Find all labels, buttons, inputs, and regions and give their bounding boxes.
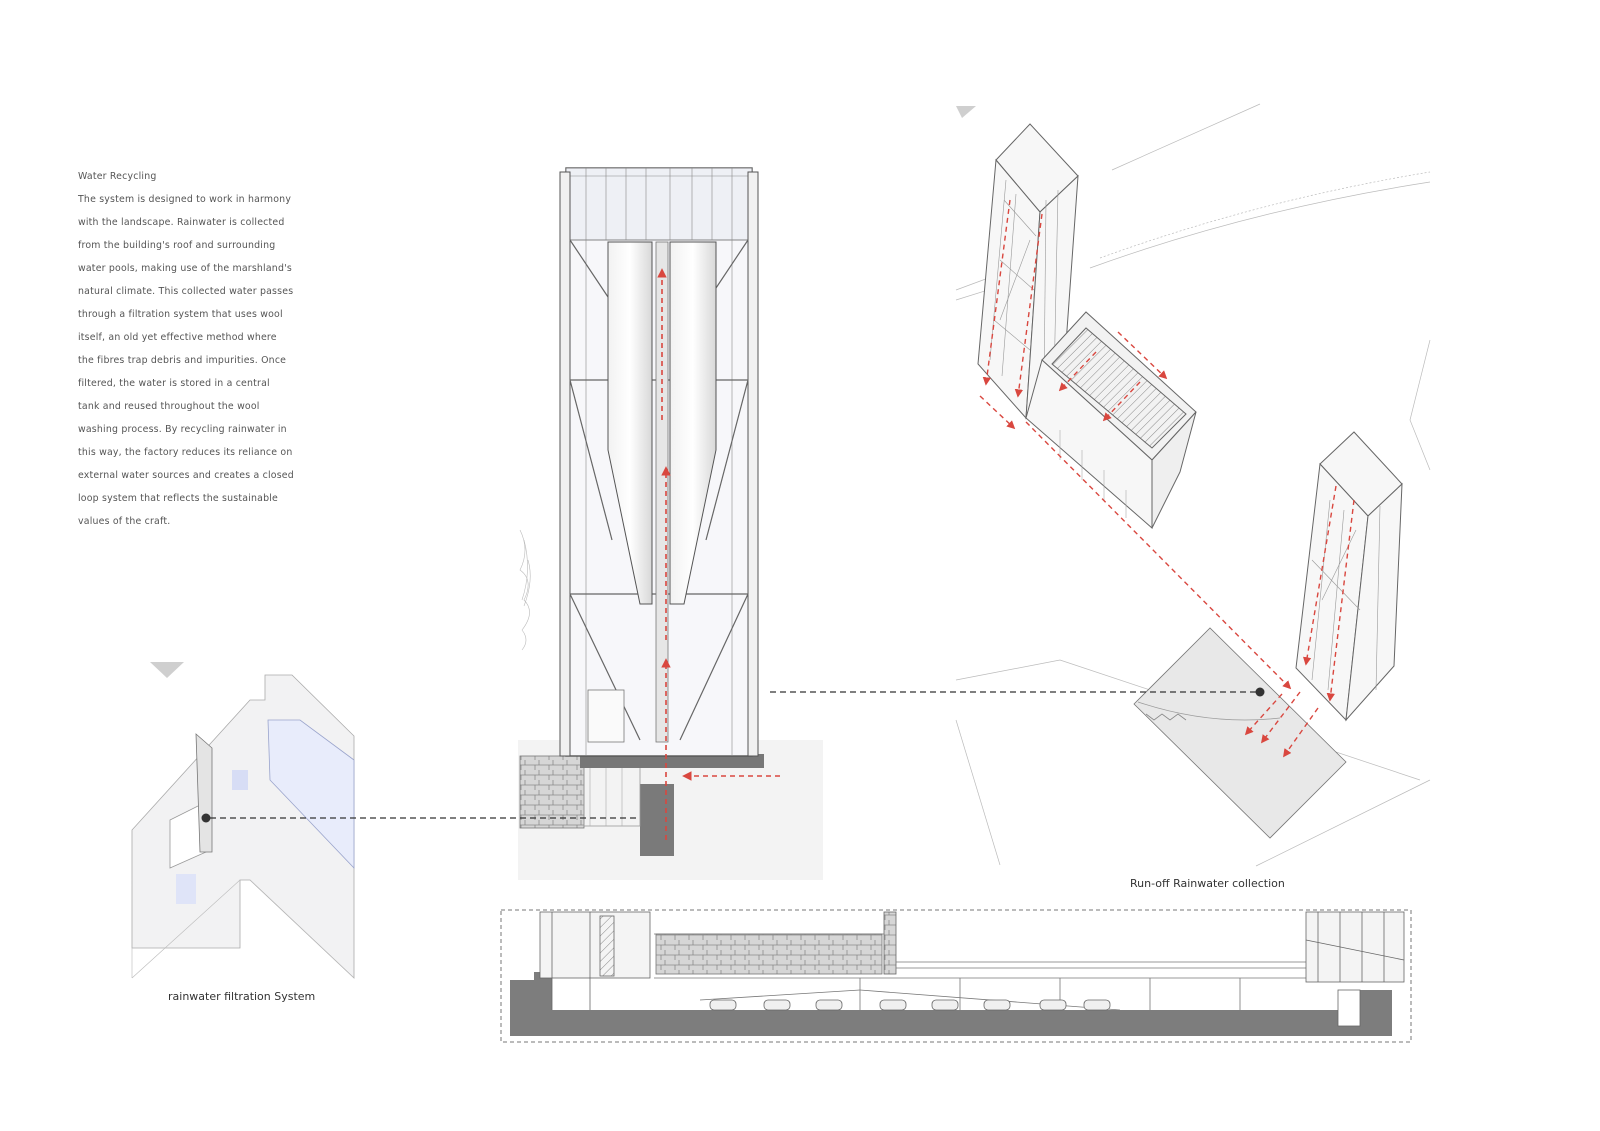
tank-right bbox=[669, 241, 717, 605]
description-line: water pools, making use of the marshland… bbox=[78, 263, 292, 274]
description-line: filtered, the water is stored in a centr… bbox=[78, 378, 270, 389]
description-line: values of the craft. bbox=[78, 516, 171, 527]
description-line: loop system that reflects the sustainabl… bbox=[78, 493, 278, 504]
description-line: through a filtration system that uses wo… bbox=[78, 309, 283, 320]
tank-left bbox=[607, 241, 653, 605]
description-line: from the building's roof and surrounding bbox=[78, 240, 276, 251]
lift-box bbox=[587, 689, 625, 743]
filtration-marker-dot bbox=[201, 813, 211, 823]
tower-section bbox=[518, 167, 823, 880]
filtration-caption: rainwater filtration System bbox=[168, 990, 316, 1003]
section-vats bbox=[709, 999, 1111, 1011]
description-line: this way, the factory reduces its relian… bbox=[78, 447, 293, 458]
description-title: Water Recycling bbox=[78, 171, 157, 182]
description-line: the fibres trap debris and impurities. O… bbox=[78, 355, 287, 366]
description-line: external water sources and creates a clo… bbox=[78, 470, 294, 481]
runoff-marker-dot bbox=[1255, 687, 1265, 697]
tower-bracing bbox=[569, 239, 749, 741]
building-b bbox=[1295, 431, 1403, 722]
central-pipe bbox=[655, 241, 669, 743]
runoff-caption: Run-off Rainwater collection bbox=[1130, 877, 1285, 890]
building-hall bbox=[1025, 311, 1197, 530]
long-section bbox=[500, 909, 1412, 1043]
description-line: with the landscape. Rainwater is collect… bbox=[78, 217, 285, 228]
tree-silhouette bbox=[519, 529, 531, 651]
description-block: Water Recycling The system is designed t… bbox=[78, 165, 294, 533]
tower-columns bbox=[559, 171, 759, 757]
collection-pool bbox=[1133, 627, 1347, 839]
runoff-axonometric bbox=[955, 103, 1431, 867]
description-line: itself, an old yet effective method wher… bbox=[78, 332, 277, 343]
tower-ground bbox=[518, 740, 823, 880]
tower-flow-arrows bbox=[657, 268, 780, 840]
description-line: tank and reused throughout the wool bbox=[78, 401, 260, 412]
description-line: natural climate. This collected water pa… bbox=[78, 286, 294, 297]
description-line: washing process. By recycling rainwater … bbox=[78, 424, 287, 435]
description-line: The system is designed to work in harmon… bbox=[78, 194, 292, 205]
runoff-flow-arrows bbox=[979, 199, 1355, 758]
filtration-detail bbox=[131, 662, 355, 979]
